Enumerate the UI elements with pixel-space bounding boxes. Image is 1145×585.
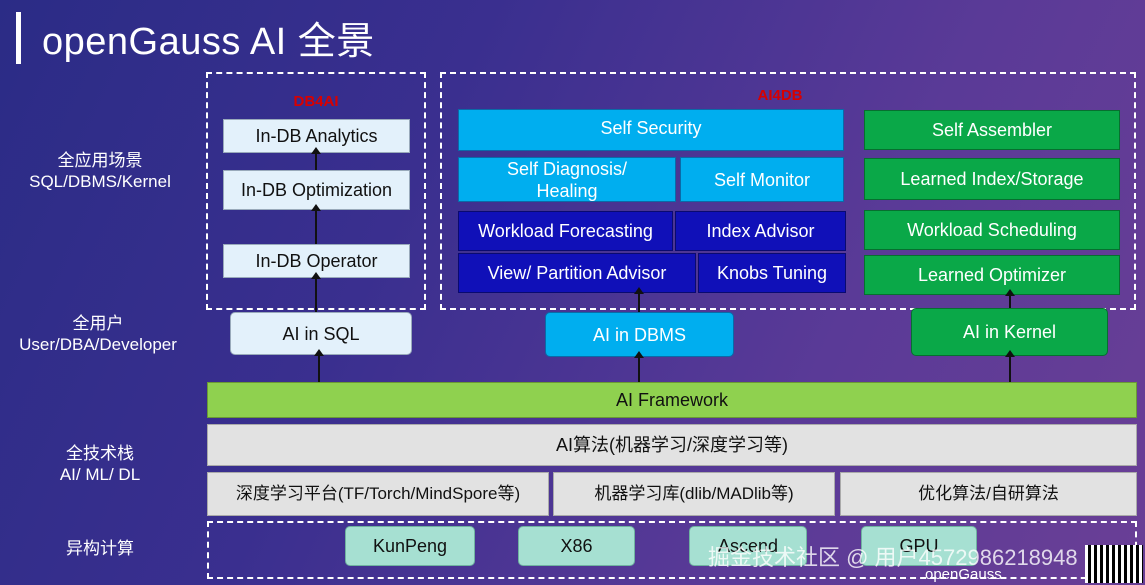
side-label-user-en: User/DBA/Developer	[19, 335, 177, 354]
ai4db-panel	[440, 72, 1136, 310]
workload-forecasting-box: Workload Forecasting	[458, 211, 673, 251]
side-label-stack-en: AI/ ML/ DL	[59, 465, 141, 484]
side-label-stack: 全技术栈 AI/ ML/ DL	[10, 443, 190, 485]
workload-scheduling-box: Workload Scheduling	[864, 210, 1120, 250]
side-label-user-cn: 全用户	[72, 314, 124, 333]
self-monitor-box: Self Monitor	[680, 157, 844, 202]
self-assembler-box: Self Assembler	[864, 110, 1120, 150]
ai-framework-bar: AI Framework	[207, 382, 1137, 418]
side-label-stack-cn: 全技术栈	[66, 444, 134, 463]
watermark-text: 掘金技术社区 @ 用户4572986218948	[708, 545, 1078, 570]
arrow-up-ai-in-dbms	[634, 351, 644, 382]
learned-optimizer-box: Learned Optimizer	[864, 255, 1120, 295]
learned-index-box: Learned Index/Storage	[864, 158, 1120, 200]
self-diagnosis-box: Self Diagnosis/ Healing	[458, 157, 676, 202]
ai-algorithms-bar: AI算法(机器学习/深度学习等)	[207, 424, 1137, 466]
arrow-up-ai-in-sql	[314, 349, 324, 382]
arrow-up-ai-in-kernel	[1005, 350, 1015, 382]
arrow-up-operator	[311, 272, 321, 312]
platform-deep-learning: 深度学习平台(TF/Torch/MindSpore等)	[207, 472, 549, 516]
side-label-scenario-en: SQL/DBMS/Kernel	[29, 172, 171, 191]
ai4db-title: AI4DB	[757, 87, 803, 104]
self-security-box: Self Security	[458, 109, 844, 151]
footer-logo: openGauss	[925, 566, 1002, 583]
db4ai-title: DB4AI	[293, 93, 339, 110]
self-diagnosis-line2: Healing	[536, 180, 598, 201]
qr-code-image	[1085, 545, 1143, 583]
index-advisor-box: Index Advisor	[675, 211, 846, 251]
page-title: openGauss AI 全景	[42, 21, 375, 63]
arrow-up-optimization	[311, 204, 321, 244]
arrow-up-dbms	[634, 287, 644, 312]
title-accent-bar	[16, 12, 21, 64]
platform-ml-library: 机器学习库(dlib/MADlib等)	[553, 472, 835, 516]
self-diagnosis-line1: Self Diagnosis/	[506, 158, 628, 179]
hardware-kunpeng: KunPeng	[345, 526, 475, 566]
side-label-hetero-cn: 异构计算	[66, 539, 134, 558]
side-label-scenario-cn: 全应用场景	[57, 151, 143, 170]
ai-in-kernel-box: AI in Kernel	[911, 308, 1108, 356]
hardware-ascend: Ascend	[689, 526, 807, 566]
in-db-operator-box: In-DB Operator	[223, 244, 410, 278]
hardware-gpu: GPU	[861, 526, 977, 566]
side-label-user: 全用户 User/DBA/Developer	[0, 313, 196, 355]
hardware-x86: X86	[518, 526, 635, 566]
arrow-up-kernel	[1005, 289, 1015, 308]
side-label-hetero: 异构计算	[10, 538, 190, 559]
arrow-up-analytics	[311, 147, 321, 170]
view-partition-advisor-box: View/ Partition Advisor	[458, 253, 696, 293]
platform-optimization-algorithms: 优化算法/自研算法	[840, 472, 1137, 516]
side-label-scenario: 全应用场景 SQL/DBMS/Kernel	[10, 150, 190, 192]
knobs-tuning-box: Knobs Tuning	[698, 253, 846, 293]
